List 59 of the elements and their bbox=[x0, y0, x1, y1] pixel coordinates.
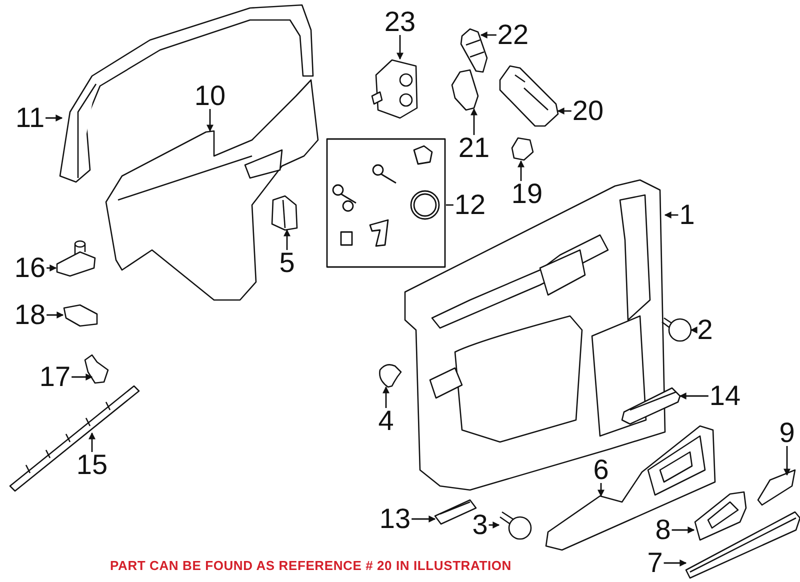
window-trim bbox=[57, 2, 314, 184]
leader-arrow bbox=[488, 522, 500, 528]
sensor bbox=[55, 240, 97, 277]
callout-number: 2 bbox=[697, 316, 713, 344]
leader-arrow bbox=[382, 386, 390, 408]
callout-number: 16 bbox=[14, 254, 46, 282]
callout-number: 15 bbox=[76, 451, 108, 479]
armrest bbox=[544, 424, 716, 552]
leader-arrow bbox=[480, 32, 496, 38]
note-text: PART CAN BE FOUND AS REFERENCE # 20 IN ILLUSTRATION bbox=[110, 558, 512, 573]
callout-number: 23 bbox=[384, 8, 416, 36]
callout-number: 9 bbox=[779, 419, 795, 447]
leader-arrow bbox=[672, 526, 695, 534]
callout-number: 18 bbox=[14, 301, 46, 329]
switch-button bbox=[460, 27, 489, 74]
leader-arrow bbox=[679, 392, 708, 400]
clip bbox=[378, 364, 402, 388]
callout-number: 8 bbox=[655, 516, 671, 544]
leader-arrow bbox=[784, 446, 790, 476]
mirror-switch bbox=[372, 58, 419, 119]
leader-arrow bbox=[284, 229, 290, 250]
callout-number: 10 bbox=[194, 82, 226, 110]
leader-arrow bbox=[46, 312, 64, 318]
door-handle-bezel bbox=[692, 490, 747, 542]
callout-number: 13 bbox=[379, 505, 411, 533]
leader-arrow bbox=[46, 264, 57, 272]
callout-number: 17 bbox=[39, 363, 71, 391]
leader-arrow bbox=[518, 160, 524, 181]
leader-arrow bbox=[598, 483, 604, 497]
connector bbox=[62, 304, 99, 328]
callout-number: 3 bbox=[472, 511, 488, 539]
callout-number: 1 bbox=[679, 201, 695, 229]
callout-number: 5 bbox=[279, 249, 295, 277]
leader-arrow bbox=[664, 212, 678, 218]
leader-arrow bbox=[557, 108, 572, 114]
leader-line bbox=[446, 204, 454, 206]
rubber-bumper bbox=[270, 195, 298, 231]
callout-number: 21 bbox=[458, 134, 490, 162]
leader-arrow bbox=[412, 516, 436, 522]
callout-number: 4 bbox=[378, 407, 394, 435]
callout-number: 22 bbox=[497, 21, 529, 49]
callout-number: 20 bbox=[572, 97, 604, 125]
callout-number: 6 bbox=[593, 456, 609, 484]
callout-number: 7 bbox=[647, 549, 663, 577]
callout-number: 19 bbox=[511, 180, 543, 208]
connector bbox=[82, 354, 111, 385]
parts-kit-box bbox=[326, 138, 446, 268]
leader-arrow bbox=[396, 35, 404, 60]
switch-cap bbox=[452, 68, 480, 112]
leader-arrow bbox=[88, 432, 96, 452]
leader-arrow bbox=[46, 114, 63, 122]
leader-arrow bbox=[690, 326, 698, 334]
leader-arrow bbox=[470, 108, 478, 135]
callout-number: 12 bbox=[454, 191, 486, 219]
callout-number: 11 bbox=[15, 104, 45, 132]
leader-arrow bbox=[72, 374, 93, 380]
leader-arrow bbox=[664, 560, 687, 566]
callout-number: 14 bbox=[709, 382, 741, 410]
leader-arrow bbox=[206, 109, 214, 132]
